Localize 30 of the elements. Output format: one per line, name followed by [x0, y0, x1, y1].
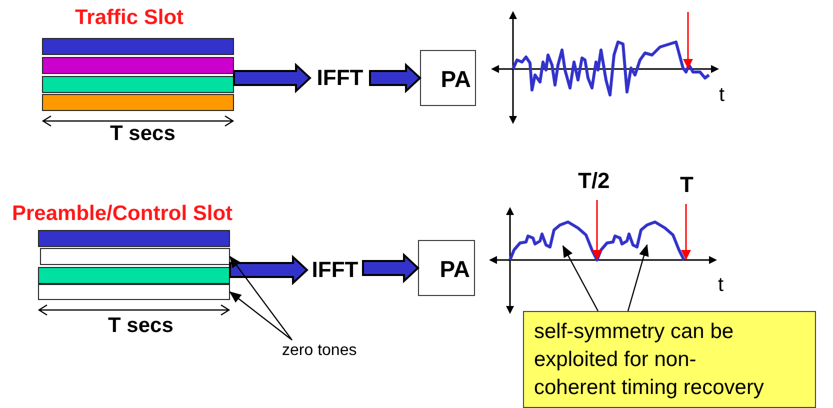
amplifier-box: PA [420, 50, 476, 106]
subcarrier-bar [40, 248, 230, 265]
duration-label: T secs [110, 122, 176, 146]
block-arrow [369, 62, 422, 94]
block-arrow [229, 254, 308, 286]
time-mark-label: T [680, 172, 694, 198]
leader-arrow [627, 244, 649, 312]
leader-arrow [562, 245, 599, 312]
subcarrier-bar [42, 94, 234, 111]
slot-title: Traffic Slot [75, 6, 184, 30]
amplifier-box: PA [418, 240, 475, 296]
axis-label: t [718, 274, 724, 297]
leader-arrow [229, 256, 292, 340]
block-arrow [233, 62, 312, 94]
time-mark-label: T/2 [578, 168, 610, 194]
subcarrier-bar [42, 76, 234, 93]
subcarrier-bar [38, 230, 230, 247]
block-arrow [362, 252, 420, 284]
slot-title: Preamble/Control Slot [12, 202, 233, 226]
annotation-text: zero tones [282, 342, 357, 360]
duration-label: T secs [108, 314, 174, 338]
subcarrier-bar [42, 57, 234, 74]
leader-arrow [229, 291, 292, 340]
axis-label: t [719, 84, 725, 107]
callout-box: self-symmetry can be exploited for non-coherent timing recovery [523, 311, 816, 408]
block-label: IFFT [316, 65, 364, 91]
block-label: IFFT [312, 257, 358, 283]
subcarrier-bar [42, 38, 234, 55]
subcarrier-bar [38, 267, 230, 284]
subcarrier-bar [38, 284, 230, 300]
